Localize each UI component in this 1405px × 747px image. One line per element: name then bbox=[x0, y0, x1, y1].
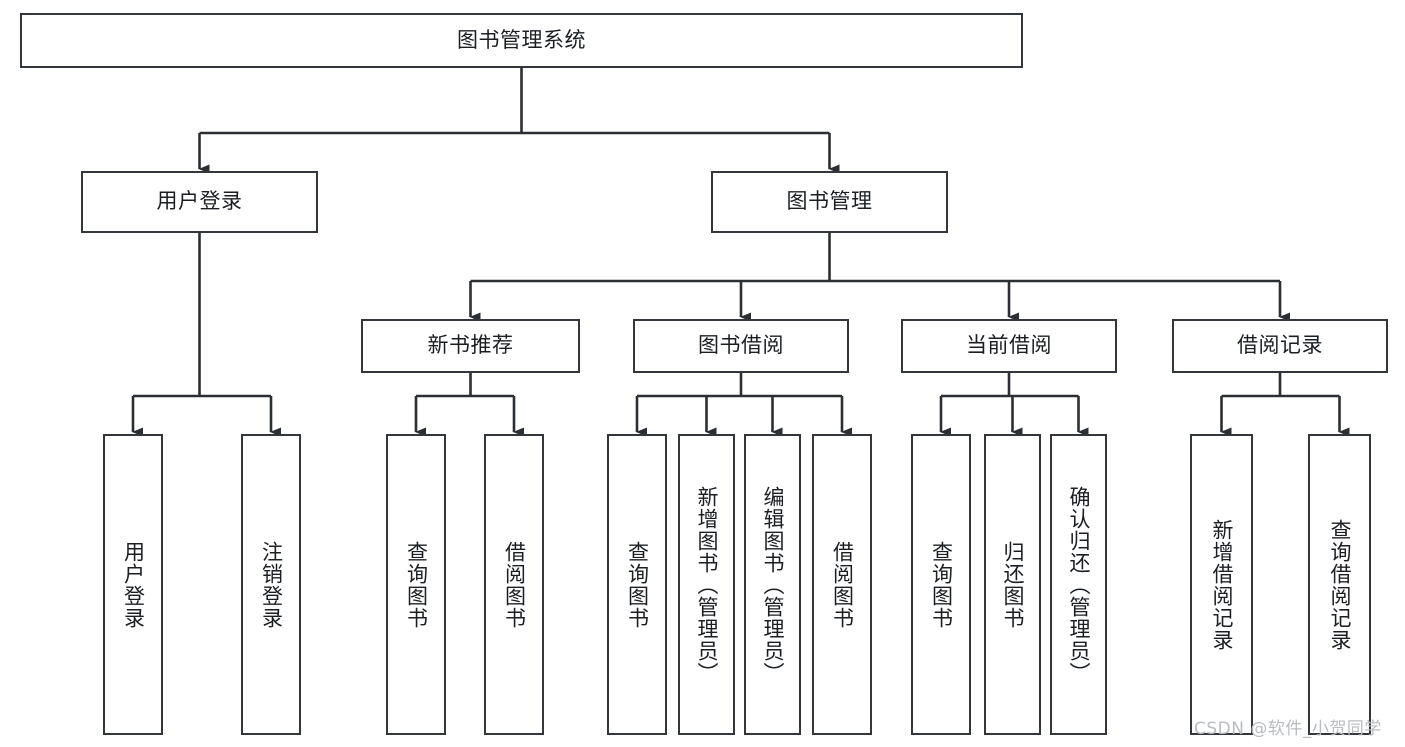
node-leaf-edit-book[interactable]: 编辑图书（管理员） bbox=[744, 434, 801, 735]
node-leaf-borrow-book-2[interactable]: 借阅图书 bbox=[812, 434, 872, 735]
node-leaf-user-login[interactable]: 用户登录 bbox=[103, 434, 163, 735]
node-book-borrow[interactable]: 图书借阅 bbox=[633, 319, 849, 373]
node-label-leaf-query-book-2: 查询图书 bbox=[625, 540, 650, 629]
connector-group bbox=[131, 68, 1350, 437]
node-leaf-add-book[interactable]: 新增图书（管理员） bbox=[678, 434, 735, 735]
node-leaf-query-record[interactable]: 查询借阅记录 bbox=[1308, 434, 1371, 735]
node-label-leaf-borrow-book-1: 借阅图书 bbox=[502, 540, 527, 629]
node-label-root: 图书管理系统 bbox=[457, 27, 586, 52]
node-leaf-return-book[interactable]: 归还图书 bbox=[984, 434, 1041, 735]
node-leaf-add-record[interactable]: 新增借阅记录 bbox=[1190, 434, 1253, 735]
node-leaf-confirm-return[interactable]: 确认归还（管理员） bbox=[1050, 434, 1107, 735]
node-borrow-record[interactable]: 借阅记录 bbox=[1172, 319, 1388, 373]
node-label-current-borrow: 当前借阅 bbox=[966, 333, 1052, 358]
node-label-leaf-query-book-1: 查询图书 bbox=[404, 540, 429, 629]
node-label-leaf-confirm-return: 确认归还（管理员） bbox=[1066, 485, 1091, 684]
node-leaf-query-book-3[interactable]: 查询图书 bbox=[911, 434, 971, 735]
node-label-book-manage: 图书管理 bbox=[786, 189, 873, 214]
node-label-leaf-user-login: 用户登录 bbox=[121, 540, 146, 629]
node-label-leaf-edit-book: 编辑图书（管理员） bbox=[760, 485, 785, 684]
node-label-leaf-user-logout: 注销登录 bbox=[259, 540, 284, 629]
node-leaf-borrow-book-1[interactable]: 借阅图书 bbox=[484, 434, 544, 735]
node-user-login[interactable]: 用户登录 bbox=[81, 171, 318, 233]
watermark-label: CSDN @软件_小贺同学 bbox=[1194, 719, 1382, 739]
node-label-leaf-borrow-book-2: 借阅图书 bbox=[830, 540, 855, 629]
node-label-new-book-recommend: 新书推荐 bbox=[427, 333, 514, 358]
node-label-user-login: 用户登录 bbox=[156, 189, 243, 214]
node-label-leaf-query-book-3: 查询图书 bbox=[929, 540, 954, 629]
node-label-leaf-return-book: 归还图书 bbox=[1000, 540, 1025, 629]
node-label-leaf-add-book: 新增图书（管理员） bbox=[694, 485, 719, 684]
node-new-book-recommend[interactable]: 新书推荐 bbox=[361, 319, 580, 373]
node-label-leaf-query-record: 查询借阅记录 bbox=[1327, 518, 1352, 651]
node-label-book-borrow: 图书借阅 bbox=[698, 333, 784, 358]
node-book-manage[interactable]: 图书管理 bbox=[711, 171, 948, 233]
node-label-leaf-add-record: 新增借阅记录 bbox=[1209, 518, 1234, 651]
node-root[interactable]: 图书管理系统 bbox=[20, 13, 1023, 68]
node-label-borrow-record: 借阅记录 bbox=[1237, 333, 1323, 358]
node-leaf-query-book-1[interactable]: 查询图书 bbox=[386, 434, 446, 735]
node-leaf-query-book-2[interactable]: 查询图书 bbox=[607, 434, 667, 735]
node-current-borrow[interactable]: 当前借阅 bbox=[901, 319, 1117, 373]
node-leaf-user-logout[interactable]: 注销登录 bbox=[241, 434, 301, 735]
